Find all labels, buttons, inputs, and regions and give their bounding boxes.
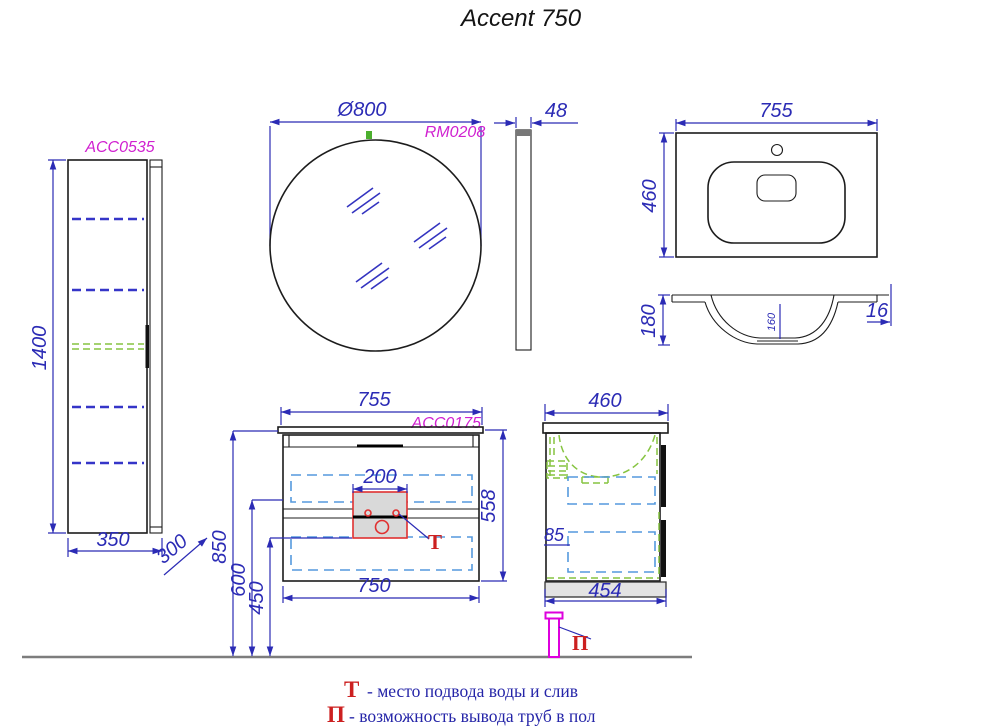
dim-basin-755-label: 755 (759, 100, 793, 122)
water-inlet-hole-left (364, 509, 372, 517)
legend: Т - место подвода воды и слив П - возмож… (327, 677, 596, 727)
upper-drawer-box (290, 474, 473, 503)
mirror-side-view: 48 (494, 100, 578, 351)
mirror-circle (269, 139, 482, 352)
dim-180-label: 180 (638, 304, 660, 337)
siphon-block (546, 460, 568, 479)
dim-450: 450 (246, 537, 352, 657)
dim-side-460-label: 460 (588, 390, 621, 412)
drain-recess (756, 174, 797, 202)
dim-200-label: 200 (362, 466, 396, 488)
dim-16-label: 16 (866, 300, 889, 322)
mirror-mount-mark (366, 131, 372, 139)
vanity-side-view: 460 85 (542, 390, 669, 658)
drain-hole (374, 519, 390, 535)
faucet-hole (770, 143, 784, 157)
floor-mark-leader (558, 626, 592, 640)
dim-454-label: 454 (588, 580, 621, 602)
dim-48-label: 48 (545, 100, 567, 122)
mirror-front-view: Ø800 RM0208 (269, 99, 486, 352)
side-countertop (542, 422, 669, 434)
dim-1400-label: 1400 (29, 326, 51, 371)
basin-top-outline (675, 132, 878, 258)
side-handle-bottom (661, 520, 666, 577)
dim-160: 160 (766, 304, 781, 339)
dim-450-label: 450 (246, 581, 268, 614)
glass-shine-marks (346, 187, 448, 290)
dim-basin-755: 755 (675, 100, 878, 131)
dim-vanity-755: 755 (280, 389, 483, 425)
dim-800: Ø800 (269, 99, 482, 246)
side-handle-top (661, 445, 666, 507)
legend-water-text: - место подвода воды и слив (367, 681, 578, 701)
mirror-side-body (515, 129, 532, 351)
side-upper-drawer-box (567, 476, 656, 505)
side-lower-drawer-box (567, 531, 656, 573)
dim-350: 350 (67, 529, 163, 557)
legend-floor-text: - возможность вывода труб в пол (349, 706, 596, 726)
floor-pipe-symbol (544, 611, 564, 658)
dim-600: 600 (228, 499, 283, 657)
water-inlet-hole-right (392, 509, 400, 517)
washbasin-front-view: 180 160 16 (638, 284, 892, 346)
vanity-body (282, 434, 480, 582)
vanity-front-view: 755 ACC0175 200 Т 558 (209, 389, 507, 657)
tall-cabinet-front (67, 159, 148, 534)
tall-cabinet-code: ACC0535 (84, 139, 154, 156)
dim-200: 200 (352, 466, 408, 493)
dim-558: 558 (478, 429, 507, 582)
dim-basin-460: 460 (639, 132, 674, 258)
dim-300: 300 (152, 530, 208, 576)
vanity-code: ACC0175 (411, 415, 481, 432)
drawing-title: Accent 750 (459, 5, 582, 32)
dim-750-label: 750 (357, 575, 390, 597)
dim-1400: 1400 (29, 159, 66, 534)
dim-16: 16 (866, 284, 892, 326)
bowl-outline (707, 161, 846, 244)
dim-800-label: Ø800 (337, 99, 387, 121)
dim-48: 48 (494, 100, 578, 128)
dim-160-label: 160 (766, 312, 778, 331)
dim-850-label: 850 (209, 530, 231, 563)
dim-85-label: 85 (544, 525, 565, 545)
dim-850: 850 (209, 430, 278, 657)
dim-454: 454 (544, 580, 667, 607)
dim-side-460: 460 (544, 390, 669, 421)
water-mark: Т (428, 530, 442, 554)
mirror-code: RM0208 (425, 124, 486, 141)
dim-85: 85 (544, 525, 570, 546)
shelf-lines (72, 217, 144, 465)
lower-drawer-box (290, 536, 473, 571)
washbasin-top-view: 755 460 (639, 100, 878, 258)
tall-cabinet-handle (145, 325, 149, 368)
dim-558-label: 558 (478, 489, 500, 522)
vanity-countertop (277, 426, 484, 434)
dim-basin-460-label: 460 (639, 179, 661, 212)
dim-600-label: 600 (228, 563, 250, 596)
dim-300-label: 300 (152, 530, 192, 568)
dim-350-label: 350 (96, 529, 129, 551)
bowl-inner-profile (710, 294, 835, 339)
legend-water-symbol: Т (344, 677, 359, 702)
tall-cabinet-side-panel (149, 159, 163, 534)
dim-180: 180 (638, 294, 670, 346)
legend-floor-symbol: П (327, 702, 345, 727)
mirror-side-cap (516, 130, 531, 136)
tall-cabinet-view: ACC0535 1400 350 (29, 139, 208, 576)
bowl-outer-profile (704, 301, 839, 345)
side-body (545, 432, 661, 582)
dim-vanity-755-label: 755 (357, 389, 391, 411)
water-mark-leader (398, 513, 430, 540)
floor-mark: П (572, 631, 588, 655)
hidden-basin-profile (546, 434, 660, 579)
dim-750: 750 (282, 575, 480, 603)
